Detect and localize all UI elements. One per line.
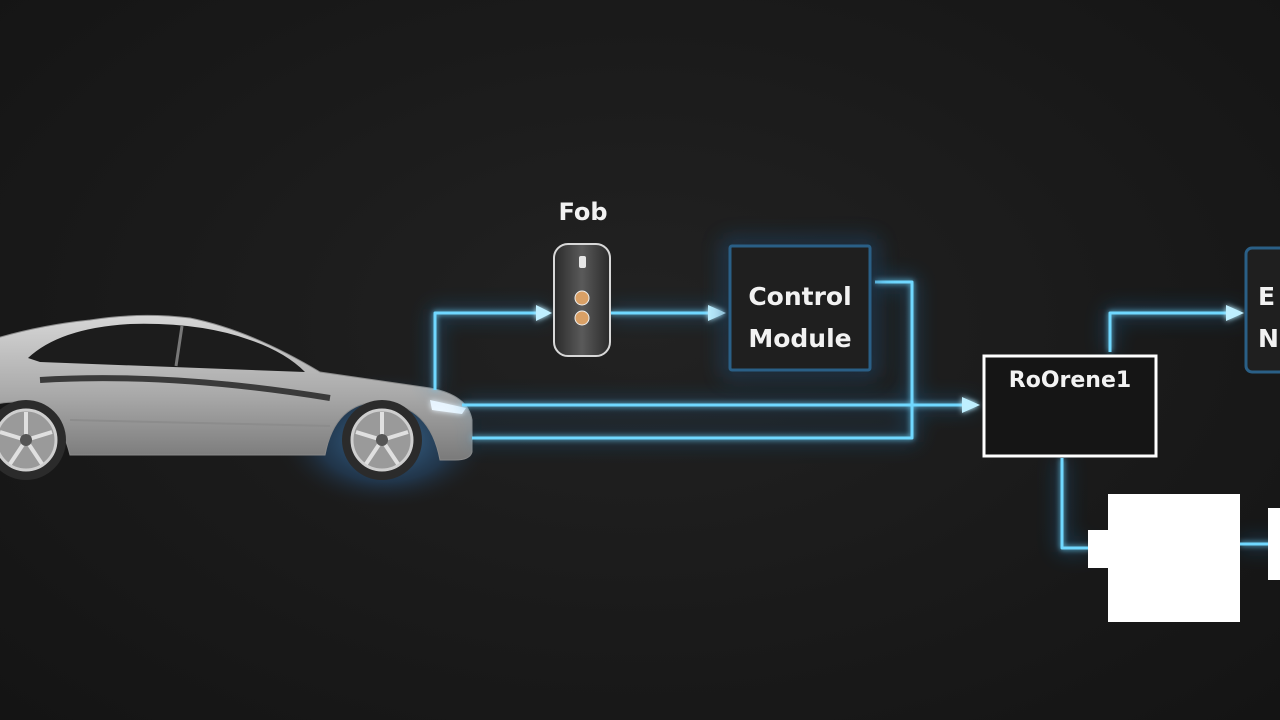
control-module-label-line2: Module [748, 324, 852, 353]
key-fob-icon [553, 243, 611, 357]
arrowhead-fob [536, 305, 552, 321]
connector-receiver-to-actuator [1060, 458, 1090, 550]
connector-lines [431, 278, 1280, 552]
edge-node-label-line2: N [1258, 324, 1279, 353]
edge-node-box [1244, 246, 1280, 374]
edge-node-label: E N [1258, 276, 1279, 360]
arrowhead-edge [1226, 305, 1244, 321]
control-module-box [723, 239, 877, 377]
control-module-label-line1: Control [748, 282, 852, 311]
connector-control-return [472, 280, 914, 440]
arrowhead-control [708, 305, 726, 321]
receiver-box [982, 354, 1158, 458]
edge-node-label-line1: E [1258, 282, 1276, 311]
connector-receiver-to-edge [1108, 311, 1240, 352]
control-module-label: Control Module [728, 276, 872, 360]
connector-car-to-fob [433, 311, 548, 390]
fob-label: Fob [558, 198, 608, 226]
car-icon [0, 314, 495, 510]
actuator-block [1088, 494, 1280, 622]
receiver-label: RoOrene1 [1008, 368, 1132, 393]
arrowhead-receiver [962, 397, 980, 413]
